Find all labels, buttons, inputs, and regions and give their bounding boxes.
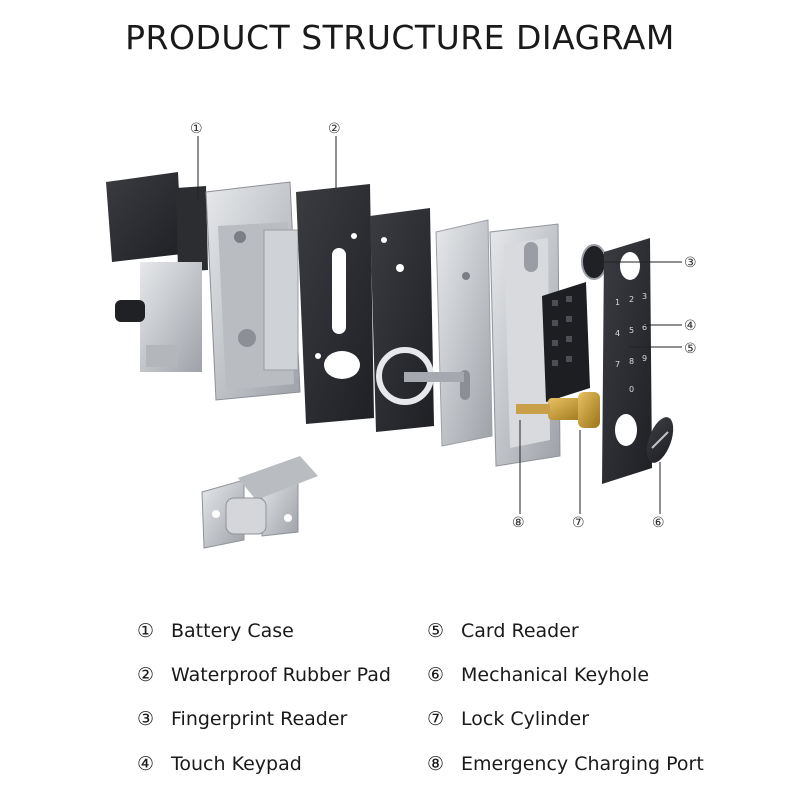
circuit-board — [542, 282, 590, 402]
legend-label: Fingerprint Reader — [171, 708, 348, 730]
keypad-digit: 3 — [642, 292, 647, 301]
legend-number: ⑤ — [427, 620, 445, 642]
battery-case — [106, 172, 208, 372]
legend-label: Waterproof Rubber Pad — [171, 664, 391, 686]
legend-label: Touch Keypad — [171, 753, 302, 775]
callout-8: ⑧ — [512, 515, 525, 531]
keypad-digit: 9 — [642, 354, 647, 363]
page-title: PRODUCT STRUCTURE DIAGRAM — [125, 18, 675, 57]
lock-cylinder — [516, 392, 600, 428]
callout-7: ⑦ — [572, 515, 585, 531]
keypad-digit: 1 — [615, 298, 620, 307]
exploded-lock-diagram: 1 2 3 4 5 6 7 8 9 0 ① ② ③ ④ ⑤ ⑥ ⑦ ⑧ — [106, 121, 697, 549]
legend-number: ③ — [137, 708, 155, 730]
rear-housing — [205, 181, 301, 401]
keypad-digit: 0 — [629, 385, 634, 394]
legend-label: Mechanical Keyhole — [461, 664, 650, 686]
legend-number: ① — [137, 620, 155, 642]
callout-5: ⑤ — [684, 341, 697, 357]
legend-number: ④ — [137, 753, 155, 775]
legend-label: Battery Case — [171, 620, 294, 642]
legend-label: Emergency Charging Port — [461, 753, 704, 775]
keypad-digit: 2 — [629, 295, 634, 304]
legend-label: Lock Cylinder — [461, 708, 590, 730]
keypad-digits: 1 2 3 4 5 6 7 8 9 0 — [615, 292, 647, 394]
legend-item: ⑦ Lock Cylinder — [427, 708, 589, 730]
mechanical-keyhole — [646, 417, 674, 463]
mounting-plate — [370, 208, 434, 432]
keypad-digit: 8 — [629, 357, 634, 366]
callout-1: ① — [190, 121, 203, 137]
legend-number: ② — [137, 664, 155, 686]
legend-item: ⑤ Card Reader — [427, 620, 579, 642]
touch-keypad-panel — [602, 238, 652, 484]
legend-number: ⑥ — [427, 664, 445, 686]
latch-bolt — [201, 456, 318, 549]
legend-item: ② Waterproof Rubber Pad — [137, 664, 391, 686]
keypad-digit: 7 — [615, 360, 620, 369]
legend-item: ④ Touch Keypad — [137, 753, 302, 775]
waterproof-rubber-pad — [296, 184, 374, 424]
legend-item: ③ Fingerprint Reader — [137, 708, 347, 730]
legend-number: ⑦ — [427, 708, 445, 730]
legend-item: ① Battery Case — [137, 620, 294, 642]
keypad-digit: 6 — [642, 323, 647, 332]
legend-number: ⑧ — [427, 753, 445, 775]
legend-label: Card Reader — [461, 620, 579, 642]
legend-item: ⑥ Mechanical Keyhole — [427, 664, 649, 686]
keypad-digit: 4 — [615, 329, 620, 338]
callout-2: ② — [328, 121, 341, 137]
leader-lines — [197, 136, 682, 514]
callout-6: ⑥ — [652, 515, 665, 531]
callout-3: ③ — [684, 255, 697, 271]
legend-item: ⑧ Emergency Charging Port — [427, 753, 704, 775]
keypad-digit: 5 — [629, 326, 634, 335]
callout-4: ④ — [684, 318, 697, 334]
inner-plate — [404, 219, 493, 447]
